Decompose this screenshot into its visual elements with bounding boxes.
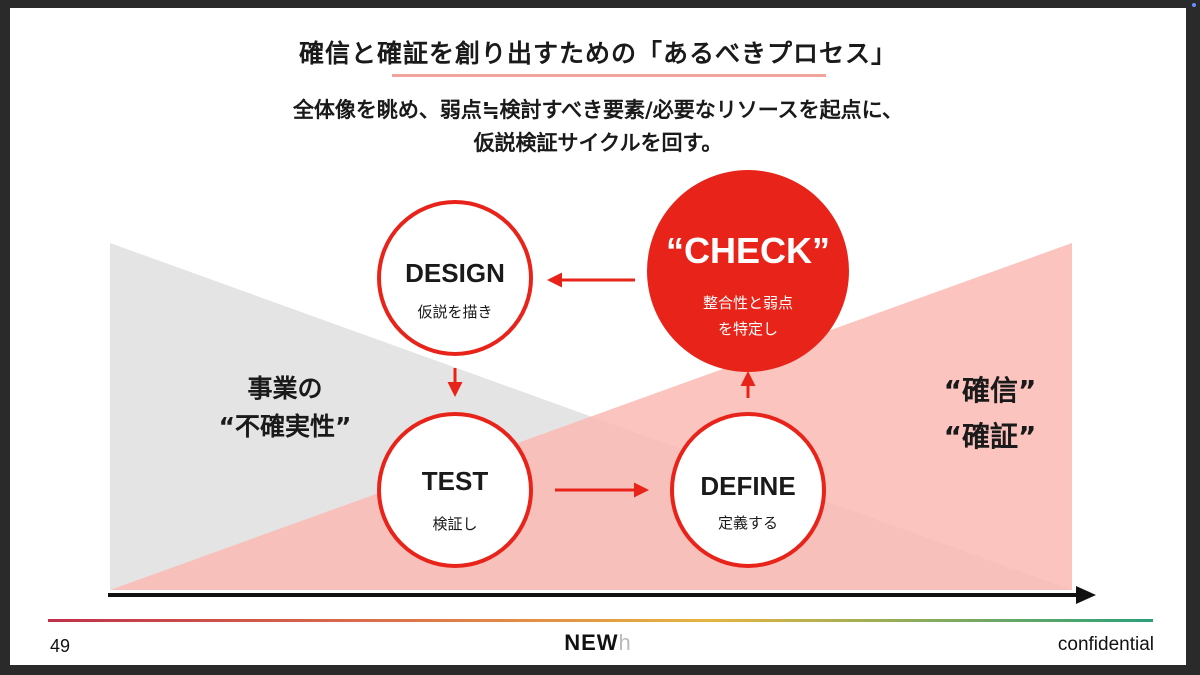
logo-light: h [618,630,632,655]
status-dot [1192,3,1196,7]
logo-main: NEW [564,630,619,655]
design-caption: 仮説を描き [417,303,493,321]
slide-subtitle: 全体像を眺め、弱点≒検討すべき要素/必要なリソースを起点に、 仮説検証サイクルを… [10,94,1186,160]
company-logo: NEWh [10,630,1186,656]
check-caption-line-2: を特定し [717,320,778,338]
footer-gradient-line [48,619,1153,622]
define-step: DEFINE 定義する [672,471,824,533]
confidence-label-line-1: “確信” [943,374,1037,407]
title-underline [392,74,826,77]
test-circle [377,412,533,568]
confidential-label: confidential [1057,634,1154,655]
check-caption-line-1: 整合性と弱点 [702,294,793,312]
uncertainty-label: 事業の “不確実性” [200,370,370,446]
test-title: TEST [421,466,489,496]
check-caption: 整合性と弱点 を特定し [647,290,849,342]
process-diagram [48,170,1153,622]
subtitle-line-2: 仮説検証サイクルを回す。 [473,131,723,155]
check-title: “CHECK” [665,230,830,271]
define-circle [670,412,826,568]
define-caption: 定義する [717,514,778,532]
test-caption: 検証し [432,515,478,533]
design-circle [377,200,533,356]
uncertainty-label-line-2: “不確実性” [218,412,352,441]
slide: 確信と確証を創り出すための「あるべきプロセス」 全体像を眺め、弱点≒検討すべき要… [10,8,1186,665]
confidence-label: “確信” “確証” [915,368,1065,460]
subtitle-line-1: 全体像を眺め、弱点≒検討すべき要素/必要なリソースを起点に、 [292,98,904,122]
page-number: 49 [50,636,71,656]
define-title: DEFINE [700,471,796,501]
check-step: “CHECK” 整合性と弱点 を特定し [647,230,849,342]
check-circle [647,170,849,372]
confidence-label-line-2: “確証” [943,420,1037,453]
timeline-arrowhead [1076,586,1096,604]
design-step: DESIGN 仮説を描き [379,258,531,322]
test-step: TEST 検証し [379,466,531,534]
confidence-wedge [110,243,1072,590]
design-title: DESIGN [405,258,505,288]
uncertainty-label-line-1: 事業の [247,374,323,403]
slide-title: 確信と確証を創り出すための「あるべきプロセス」 [298,39,897,68]
